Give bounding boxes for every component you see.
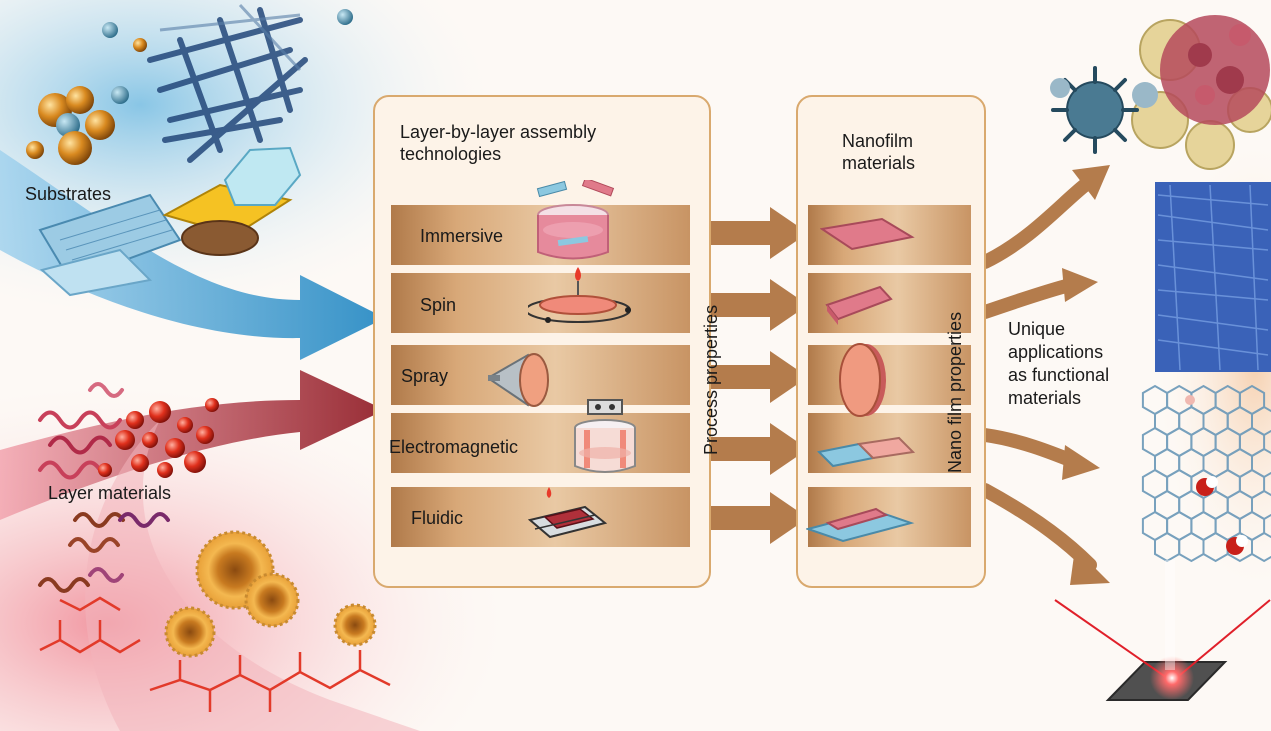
lbl-title-line2: technologies: [400, 144, 501, 164]
nanofilm-disc-illustration: [832, 340, 892, 420]
nanofilm-patterned-illustration: [806, 495, 916, 545]
nanofilm-title-line2: materials: [842, 153, 915, 173]
unique-applications-label: Unique applications as functional materi…: [1008, 318, 1109, 410]
tech-label-immersive: Immersive: [420, 226, 503, 247]
tech-label-electromagnetic: Electromagnetic: [389, 437, 518, 458]
substrates-label: Substrates: [25, 183, 111, 205]
electromagnetic-cell-illustration: [570, 398, 640, 478]
nanofilm-thick-illustration: [825, 283, 895, 328]
spin-coater-illustration: [528, 265, 638, 330]
fluidic-chip-illustration: [525, 485, 610, 545]
unique-line3: as functional: [1008, 365, 1109, 385]
lbl-title-line1: Layer-by-layer assembly: [400, 122, 596, 142]
nanofilm-title-line1: Nanofilm: [842, 131, 913, 151]
tech-label-spray: Spray: [401, 366, 448, 387]
tech-label-spin: Spin: [420, 295, 456, 316]
unique-line4: materials: [1008, 388, 1081, 408]
layer-materials-label: Layer materials: [48, 482, 171, 504]
nano-film-properties-label: Nano film properties: [945, 312, 966, 473]
unique-line2: applications: [1008, 342, 1103, 362]
process-properties-label: Process properties: [701, 305, 722, 455]
spray-nozzle-illustration: [488, 350, 558, 410]
nanofilm-title: Nanofilm materials: [842, 130, 915, 174]
unique-line1: Unique: [1008, 319, 1065, 339]
nanofilm-flat-illustration: [820, 215, 915, 255]
lbl-panel-title: Layer-by-layer assembly technologies: [400, 121, 596, 165]
nanofilm-bilayer-illustration: [815, 430, 915, 475]
tech-label-fluidic: Fluidic: [411, 508, 463, 529]
immersive-beaker-illustration: [528, 180, 623, 265]
